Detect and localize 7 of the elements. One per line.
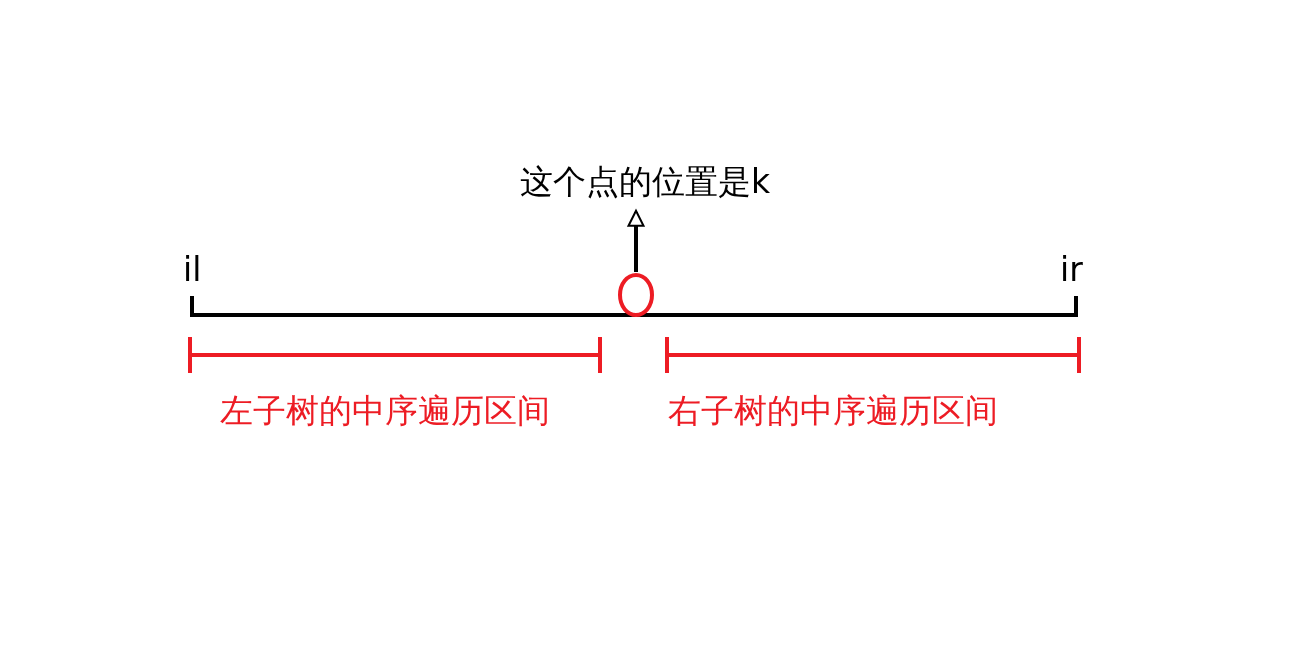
interval-caption: 右子树的中序遍历区间 bbox=[668, 391, 998, 431]
circle-marker bbox=[618, 273, 654, 317]
interval-end-label: il bbox=[183, 250, 202, 290]
interval-caption: 左子树的中序遍历区间 bbox=[220, 391, 550, 431]
arrow bbox=[627, 209, 645, 272]
node-text: 这个点的位置是k bbox=[519, 162, 771, 202]
interval-end-label: ir bbox=[1060, 250, 1083, 290]
